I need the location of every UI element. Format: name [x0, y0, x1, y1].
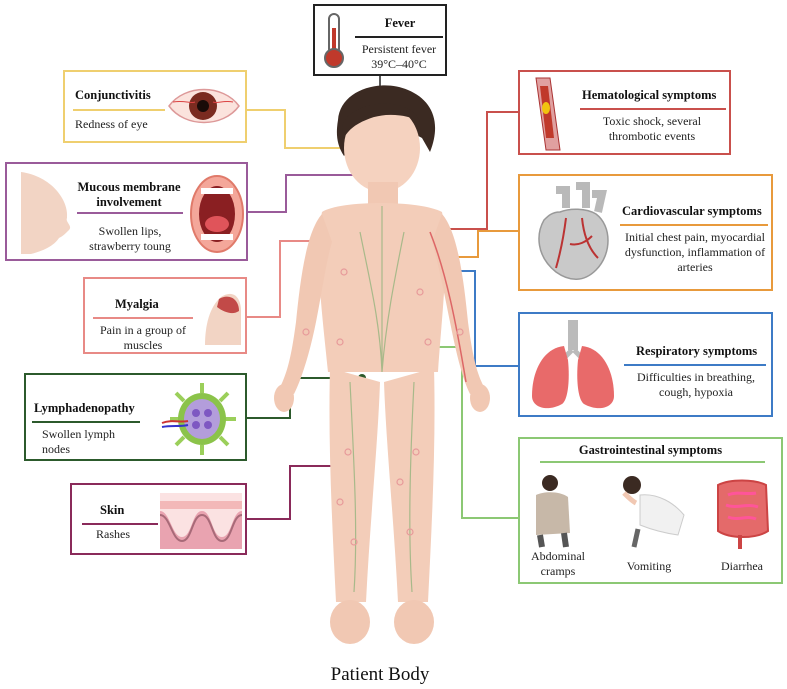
resp-rule — [624, 364, 766, 366]
resp-desc: Difficulties in breathing, cough, hypoxi… — [636, 370, 756, 399]
heart-icon — [538, 182, 609, 280]
cardio-box: Cardiovascular symptoms Initial chest pa… — [518, 174, 773, 291]
mucous-connector — [248, 174, 378, 213]
conjunctivitis-desc: Redness of eye — [75, 117, 148, 131]
shoulder-muscle-icon — [205, 293, 241, 345]
conjunctivitis-connector — [247, 109, 368, 149]
skin-box: Skin Rashes — [70, 483, 247, 555]
gastro-item-abdominal: Abdominal cramps — [531, 549, 585, 578]
gastro-rule — [540, 461, 765, 463]
hemato-box: Hematological symptoms Toxic shock, seve… — [518, 70, 731, 155]
lymph-box: Lymphadenopathy Swollen lymph nodes — [24, 373, 247, 461]
lymph-node-icon — [161, 383, 236, 455]
conjunctivitis-box: Conjunctivitis Redness of eye — [63, 70, 247, 143]
cardio-rule — [620, 224, 768, 226]
fever-rule — [355, 36, 443, 38]
vomiting-icon — [622, 476, 685, 548]
cardio-desc: Initial chest pain, myocardial dysfuncti… — [624, 230, 766, 274]
skin-rule — [82, 523, 158, 525]
skin-desc: Rashes — [96, 527, 130, 541]
skin-title: Skin — [100, 503, 125, 517]
blood-vessel-icon — [535, 77, 561, 151]
skin-connector — [247, 465, 341, 520]
skin-layer-icon — [159, 493, 243, 549]
myalgia-desc: Pain in a group of muscles — [100, 323, 186, 352]
open-mouth-icon — [190, 175, 244, 253]
cardio-title: Cardiovascular symptoms — [622, 204, 762, 218]
hemato-desc: Toxic shock, several thrombotic events — [602, 114, 702, 143]
red-eye-icon — [168, 88, 240, 124]
gastro-title: Gastrointestinal symptoms — [578, 443, 723, 457]
fever-desc: Persistent fever 39°C–40°C — [361, 42, 437, 71]
fever-box: Fever Persistent fever 39°C–40°C — [313, 4, 447, 76]
myalgia-connector — [247, 240, 326, 318]
lymph-title: Lymphadenopathy — [34, 401, 135, 415]
child-body-figure — [274, 85, 490, 644]
resp-box: Respiratory symptoms Difficulties in bre… — [518, 312, 773, 417]
gastro-box: Gastrointestinal symptoms Abdominal cram… — [518, 437, 783, 584]
intestines-icon — [717, 479, 770, 549]
hemato-title: Hematological symptoms — [582, 88, 717, 102]
lymph-desc: Swollen lymph nodes — [42, 427, 116, 456]
mucous-title: Mucous membrane involvement — [77, 180, 181, 209]
face-profile-icon — [21, 172, 71, 254]
myalgia-rule — [93, 317, 193, 319]
mucous-rule — [77, 212, 183, 214]
gastro-item-diarrhea: Diarrhea — [721, 559, 763, 573]
myalgia-title: Myalgia — [115, 297, 159, 311]
lungs-icon — [532, 320, 614, 409]
mucous-box: Mucous membrane involvement Swollen lips… — [5, 162, 248, 261]
abdominal-cramps-icon — [536, 475, 570, 548]
myalgia-box: Myalgia Pain in a group of muscles — [83, 277, 247, 354]
lymph-rule — [32, 421, 140, 423]
resp-title: Respiratory symptoms — [636, 344, 758, 358]
diagram-footer-title: Patient Body — [330, 664, 430, 685]
fever-title: Fever — [384, 16, 416, 30]
hemato-rule — [580, 108, 726, 110]
gastro-item-vomiting: Vomiting — [626, 559, 672, 573]
mucous-desc: Swollen lips, strawberry toung — [89, 224, 171, 253]
conjunctivitis-title: Conjunctivitis — [75, 88, 151, 102]
conjunctivitis-rule — [73, 109, 165, 111]
hemato-connector — [422, 111, 518, 230]
thermometer-icon — [324, 13, 344, 68]
